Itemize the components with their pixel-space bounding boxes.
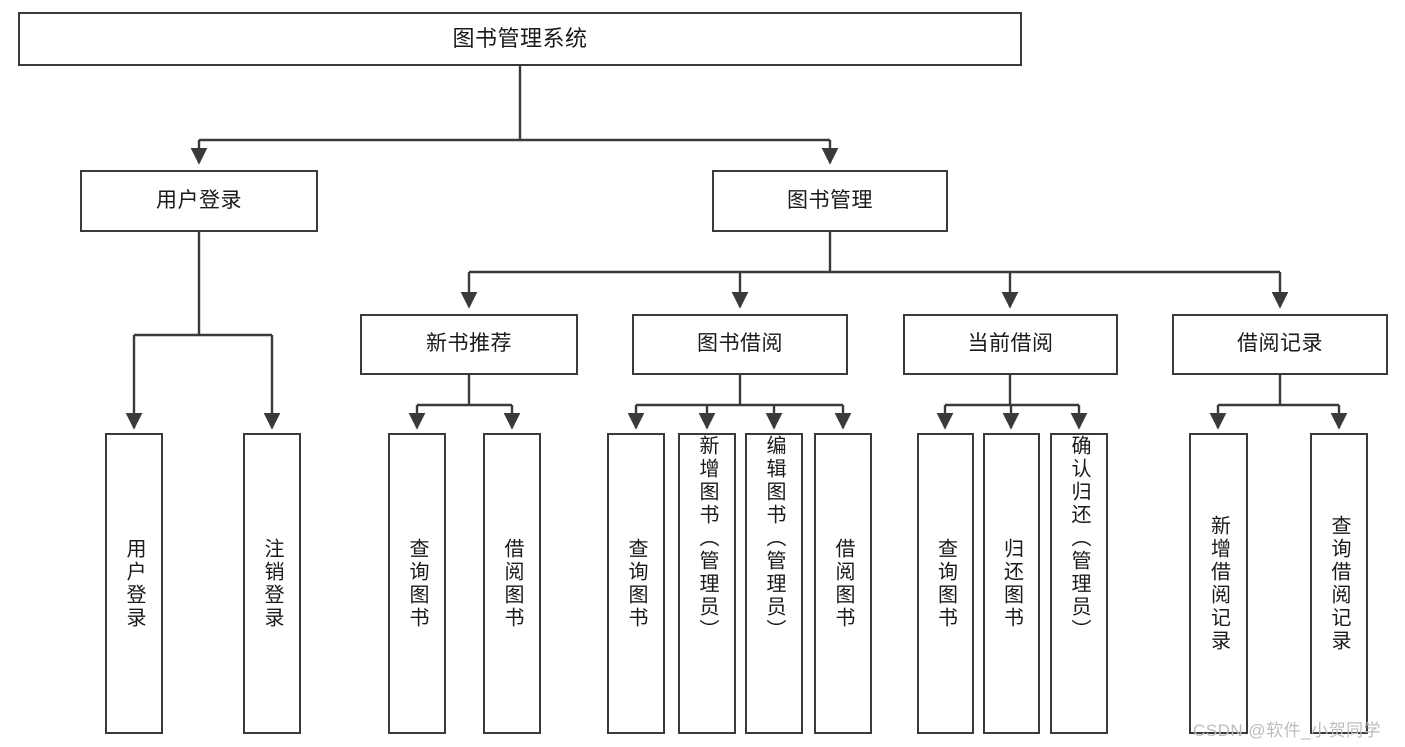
node-root-label: 图书管理系统 (452, 26, 588, 52)
node-leaf-query-book-1[interactable]: 查询图书 (388, 433, 446, 734)
node-leaf-user-logout[interactable]: 注销登录 (243, 433, 301, 734)
csdn-watermark: CSDN @软件_小贺同学 (1193, 721, 1382, 740)
node-book-borrow-label: 图书借阅 (697, 332, 783, 356)
node-leaf-add-book-label: 新增图书（管理员） (696, 435, 718, 642)
node-leaf-query-book-3[interactable]: 查询图书 (917, 433, 974, 734)
node-leaf-edit-book-label: 编辑图书（管理员） (763, 435, 785, 642)
node-leaf-query-record[interactable]: 查询借阅记录 (1310, 433, 1368, 734)
node-book-manage[interactable]: 图书管理 (712, 170, 948, 232)
node-leaf-borrow-book-2[interactable]: 借阅图书 (814, 433, 872, 734)
node-user-login-label: 用户登录 (156, 188, 242, 212)
node-current-borrow[interactable]: 当前借阅 (903, 314, 1118, 375)
node-leaf-user-login-label: 用户登录 (123, 537, 145, 630)
node-new-book-rec-label: 新书推荐 (426, 332, 512, 356)
node-user-login[interactable]: 用户登录 (80, 170, 318, 232)
node-leaf-borrow-book-2-label: 借阅图书 (832, 537, 854, 630)
node-root[interactable]: 图书管理系统 (18, 12, 1022, 66)
node-leaf-confirm-return[interactable]: 确认归还（管理员） (1050, 433, 1108, 734)
node-current-borrow-label: 当前借阅 (967, 332, 1054, 356)
node-leaf-query-record-label: 查询借阅记录 (1328, 514, 1350, 653)
node-book-manage-label: 图书管理 (787, 188, 873, 212)
node-book-borrow[interactable]: 图书借阅 (632, 314, 848, 375)
node-leaf-query-book-2-label: 查询图书 (625, 537, 647, 630)
node-leaf-add-record[interactable]: 新增借阅记录 (1189, 433, 1248, 734)
node-leaf-add-book[interactable]: 新增图书（管理员） (678, 433, 736, 734)
node-leaf-return-book[interactable]: 归还图书 (983, 433, 1040, 734)
node-leaf-borrow-book-1[interactable]: 借阅图书 (483, 433, 541, 734)
node-leaf-add-record-label: 新增借阅记录 (1207, 514, 1230, 653)
node-leaf-query-book-1-label: 查询图书 (406, 537, 428, 630)
node-leaf-edit-book[interactable]: 编辑图书（管理员） (745, 433, 803, 734)
node-leaf-confirm-return-label: 确认归还（管理员） (1068, 435, 1090, 642)
node-borrow-record[interactable]: 借阅记录 (1172, 314, 1388, 375)
node-leaf-user-login[interactable]: 用户登录 (105, 433, 163, 734)
node-leaf-user-logout-label: 注销登录 (261, 537, 283, 630)
node-leaf-query-book-3-label: 查询图书 (934, 537, 957, 630)
node-borrow-record-label: 借阅记录 (1237, 332, 1323, 356)
node-leaf-return-book-label: 归还图书 (1000, 537, 1023, 630)
node-leaf-query-book-2[interactable]: 查询图书 (607, 433, 665, 734)
node-new-book-rec[interactable]: 新书推荐 (360, 314, 578, 375)
node-leaf-borrow-book-1-label: 借阅图书 (501, 537, 523, 630)
